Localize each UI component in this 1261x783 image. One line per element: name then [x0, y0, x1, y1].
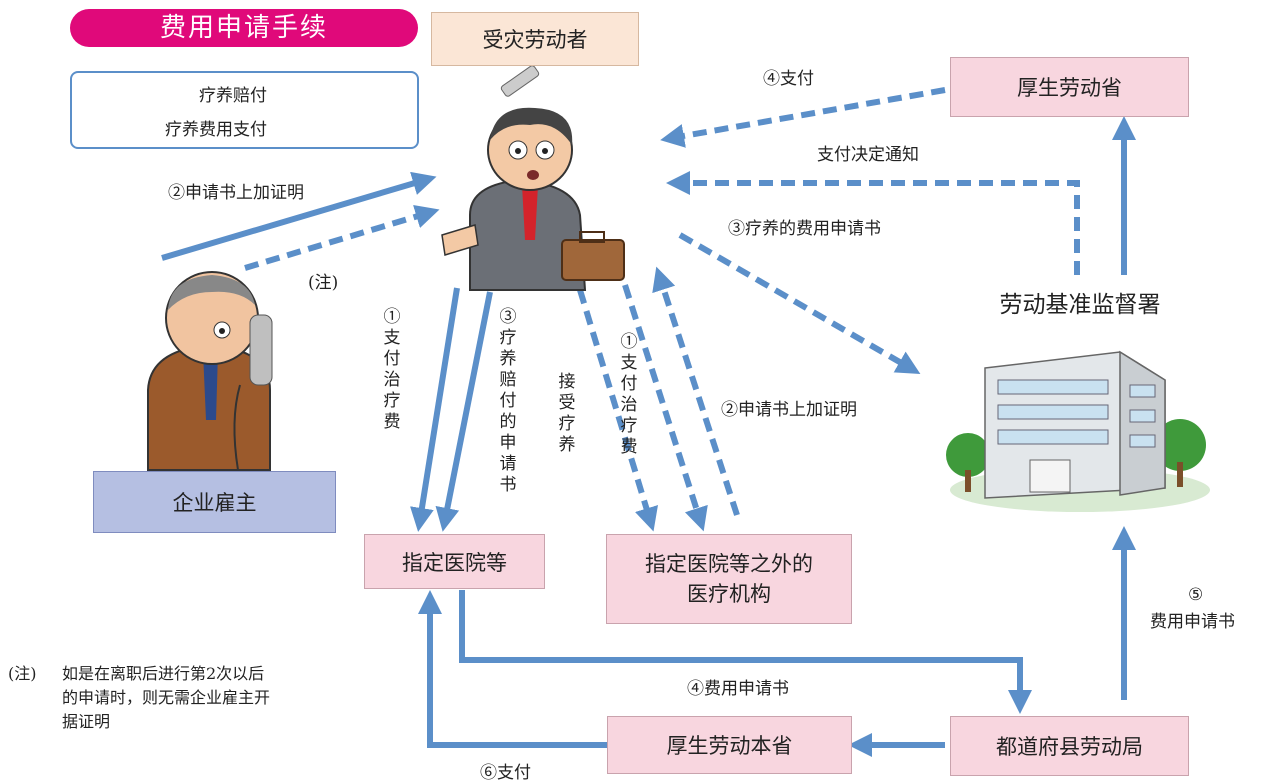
footnote-line1: 如是在离职后进行第2次以后 — [62, 664, 265, 683]
arrow-hospital-to-bureau — [459, 590, 1032, 714]
label-cost-app-5-num: ⑤ — [1188, 585, 1204, 605]
arrow-certify-other — [652, 266, 740, 516]
node-mhlw: 厚生劳动省 — [950, 57, 1189, 117]
label-payment-notice: 支付决定通知 — [817, 145, 919, 165]
label-cost-app-5: 费用申请书 — [1150, 612, 1235, 632]
legend: 疗养赔付 疗养费用支付 — [70, 71, 419, 149]
node-other-medical: 指定医院等之外的 医疗机构 — [606, 534, 852, 624]
node-mhlw-main: 厚生劳动本省 — [607, 716, 852, 774]
label-pay-4-top: ④支付 — [763, 69, 814, 89]
office-building-icon — [946, 350, 1210, 512]
node-designated-hospital: 指定医院等 — [364, 534, 545, 589]
label-pay-6: ⑥支付 — [480, 763, 531, 783]
legend-dashed-label: 疗养费用支付 — [165, 120, 267, 140]
label-compensation-app-3: ③疗养赔付的申请书 — [499, 307, 517, 495]
node-other-medical-line1: 指定医院等之外的 — [645, 552, 813, 576]
arrow-main-to-hospital — [418, 590, 607, 748]
footnote-mark: (注) — [8, 664, 37, 683]
arrow-pay-treatment-other — [622, 284, 708, 532]
node-other-medical-line2: 医疗机构 — [687, 582, 771, 606]
page-title: 费用申请手续 — [70, 9, 418, 47]
arrow-compensation-app — [435, 291, 493, 532]
employer-figure-icon — [147, 271, 273, 471]
label-pay-treatment-1b: ①支付治疗费 — [620, 332, 638, 457]
label-medical-cost-app: ③疗养的费用申请书 — [728, 219, 881, 239]
worker-figure-icon — [441, 65, 625, 291]
node-worker: 受灾劳动者 — [431, 12, 639, 66]
legend-solid-label: 疗养赔付 — [199, 86, 267, 106]
footnote-line2: 的申请时，则无需企业雇主开 — [62, 688, 271, 707]
label-app-certify-right: ②申请书上加证明 — [721, 400, 857, 420]
arrow-receive-treatment — [577, 289, 658, 532]
footnote-line3: 据证明 — [62, 712, 111, 731]
label-receive-treatment: 接受疗养 — [558, 372, 576, 455]
arrow-employer-certify-solid — [161, 171, 437, 261]
label-note-mark: (注) — [308, 273, 339, 293]
node-labor-office: 劳动基准监督署 — [999, 292, 1161, 318]
arrow-payment-notice — [666, 171, 1080, 275]
arrow-pay-from-mhlw — [660, 87, 946, 148]
node-employer: 企业雇主 — [93, 471, 336, 533]
node-prefecture-bureau: 都道府县劳动局 — [950, 716, 1189, 776]
label-app-certify-left: ②申请书上加证明 — [168, 183, 304, 203]
label-cost-app-4: ④费用申请书 — [687, 679, 789, 699]
arrow-pay-treatment — [410, 287, 460, 532]
footnote-text: 如是在离职后进行第2次以后 的申请时，则无需企业雇主开 据证明 — [62, 662, 270, 734]
label-pay-treatment-1: ①支付治疗费 — [383, 307, 401, 432]
arrow-employer-certify-dashed — [244, 204, 440, 271]
arrow-medical-cost-app — [678, 232, 921, 375]
